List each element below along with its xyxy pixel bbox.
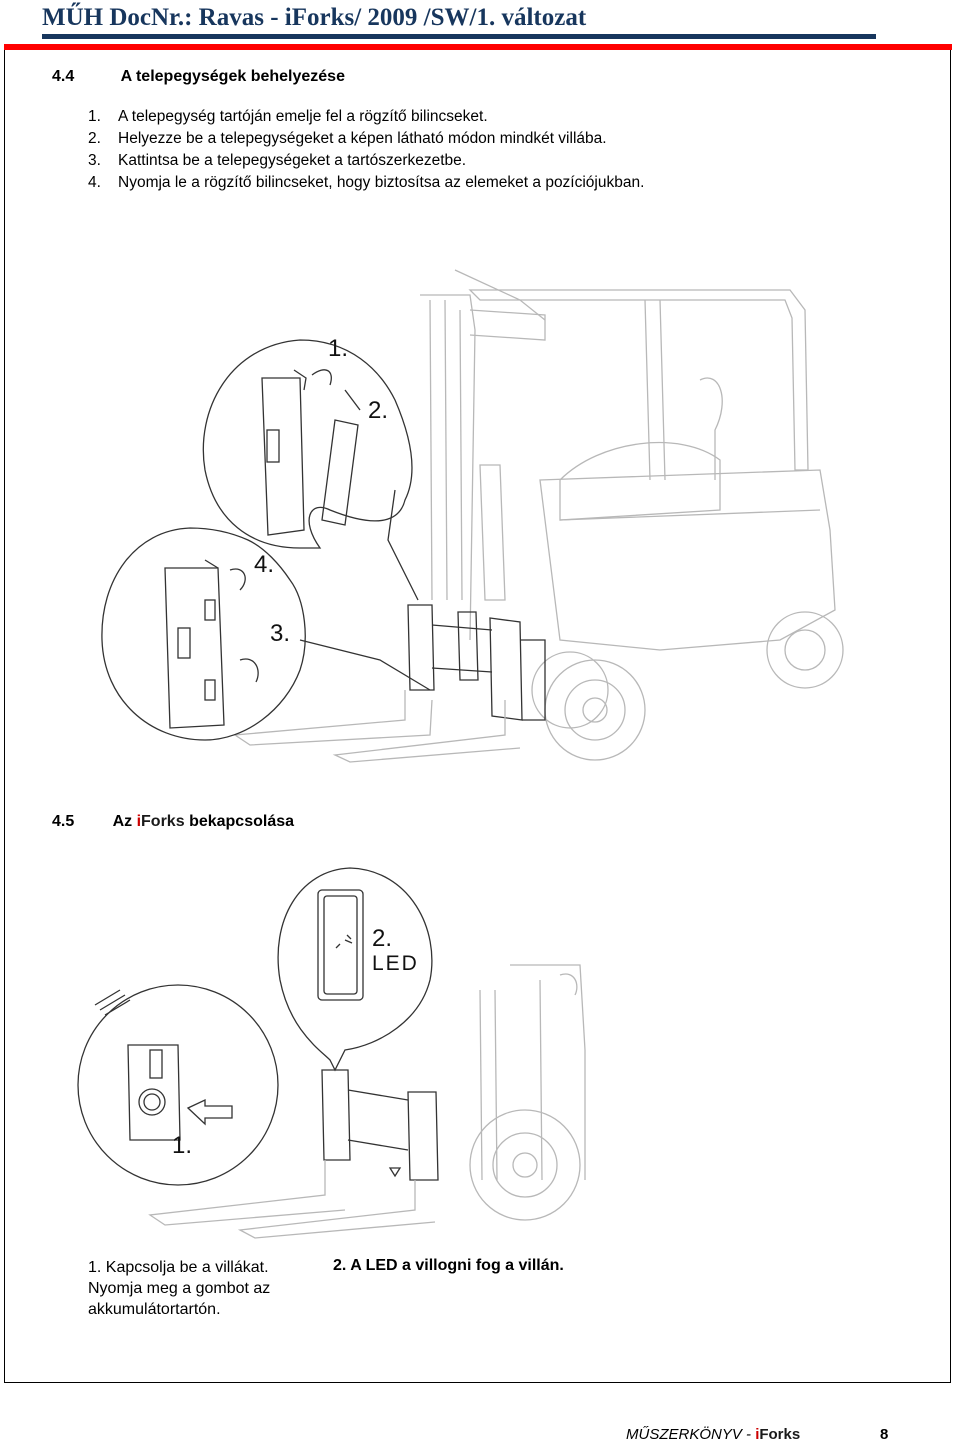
brand-iforks: iForks [136, 813, 185, 830]
step-item: 3.Kattintsa be a telepegységeket a tartó… [88, 152, 467, 169]
button-detail-circle [77, 984, 279, 1186]
step-item: 1.A telepegység tartóján emelje fel a rö… [88, 108, 488, 125]
page-number: 8 [880, 1426, 889, 1443]
footer-brand: iForks [755, 1426, 801, 1443]
section-title-prefix: Az [112, 813, 133, 830]
step-item: 4.Nyomja le a rögzítő bilincseket, hogy … [88, 174, 645, 191]
label-step-2: 2. [368, 397, 388, 424]
label-step-3: 3. [270, 620, 290, 647]
instruction-steps: 1.A telepegység tartóján emelje fel a rö… [88, 106, 644, 194]
section-title-suffix: bekapcsolása [189, 813, 295, 830]
label-step-1: 1. [328, 335, 348, 362]
led-detail-circle [277, 867, 433, 1072]
label-led-step-2: 2. [372, 925, 392, 952]
label-led: LED [372, 952, 419, 975]
caption-step-2: 2. A LED a villogni fog a villán. [333, 1257, 564, 1274]
section-4-5-heading: 4.5 Az iForks bekapcsolása [52, 813, 294, 831]
label-step-4: 4. [254, 551, 274, 578]
red-rule [4, 44, 952, 50]
document-header: MŰH DocNr.: Ravas - iForks/ 2009 /SW/1. … [42, 4, 587, 31]
forklift-drawing-2 [148, 964, 586, 1239]
label-button-step-1: 1. [172, 1132, 192, 1159]
section-4-4-heading: 4.4 A telepegységek behelyezése [52, 68, 345, 86]
content-frame [4, 50, 951, 1383]
caption-step-1: 1. Kapcsolja be a villákat. Nyomja meg a… [88, 1259, 271, 1318]
detail-circle-top [202, 339, 419, 601]
forklift-drawing [233, 269, 844, 763]
section-number: 4.5 [52, 813, 75, 830]
header-rule [42, 34, 876, 39]
detail-circle-bottom [101, 527, 431, 741]
footer-manual-label: MŰSZERKÖNYV - iForks [626, 1426, 801, 1443]
section-title: A telepegységek behelyezése [120, 68, 345, 85]
section-number: 4.4 [52, 68, 75, 85]
step-item: 2.Helyezze be a telepegységeket a képen … [88, 130, 607, 147]
